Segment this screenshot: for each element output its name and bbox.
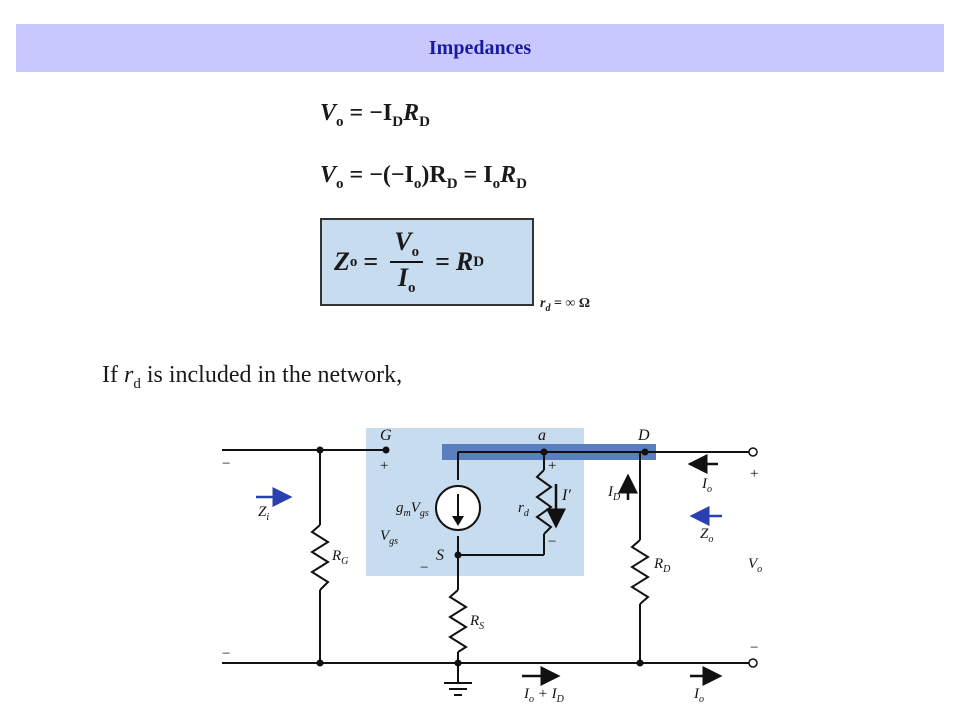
label-minus-in-bottom: − [222,646,230,662]
node-a [540,448,548,456]
label-plus-g: + [380,458,388,474]
node-d [641,448,649,456]
label-g: G [380,427,392,444]
label-plus-rd: + [548,458,556,474]
equation-vo-2: Vo = −(−Io)RD = IoRD [320,162,527,192]
node-ground [454,659,462,667]
label-iprime: I′ [561,487,571,504]
node-rg-top [316,446,324,454]
label-io-top: Io [701,476,712,495]
label-rg: RG [331,548,348,567]
output-terminal-top [748,447,758,457]
rg-resistor [310,524,330,591]
body-sentence: If rd is included in the network, [102,362,403,392]
label-a: a [538,427,546,444]
node-rd-bottom [636,659,644,667]
label-vo: Vo [748,556,762,575]
rd-load-resistor [630,539,650,605]
output-terminal-bottom [748,658,758,668]
label-zo: Zo [700,526,713,545]
label-s: S [436,547,444,564]
current-source-arrow-icon [452,516,464,526]
label-rd-load: RD [653,556,671,575]
label-io-plus-id: Io + ID [523,686,565,705]
label-minus-in-top: − [222,456,230,472]
label-rd: rd [518,500,530,519]
label-io-bottom: Io [693,686,704,705]
node-rg-bottom [316,659,324,667]
label-vgs: Vgs [380,528,398,547]
slide-title-bar: Impedances [16,24,944,72]
label-gmvgs: gmVgs [396,500,429,519]
label-id: ID [607,484,621,503]
label-d: D [637,427,650,444]
label-minus-rd: − [548,534,556,550]
label-rs: RS [469,613,484,632]
rs-resistor [448,589,468,653]
label-minus-out: − [750,640,758,656]
node-g [382,446,390,454]
slide-title: Impedances [428,36,532,59]
label-plus-out: + [750,466,758,482]
label-minus-s: − [420,560,428,576]
label-zi: Zi [258,504,269,523]
equation-vo-1: Vo = −IDRD [320,100,430,130]
fraction: Vo Io [390,227,424,297]
node-s [454,551,462,559]
condition-label: rd = ∞ Ω [540,296,591,314]
